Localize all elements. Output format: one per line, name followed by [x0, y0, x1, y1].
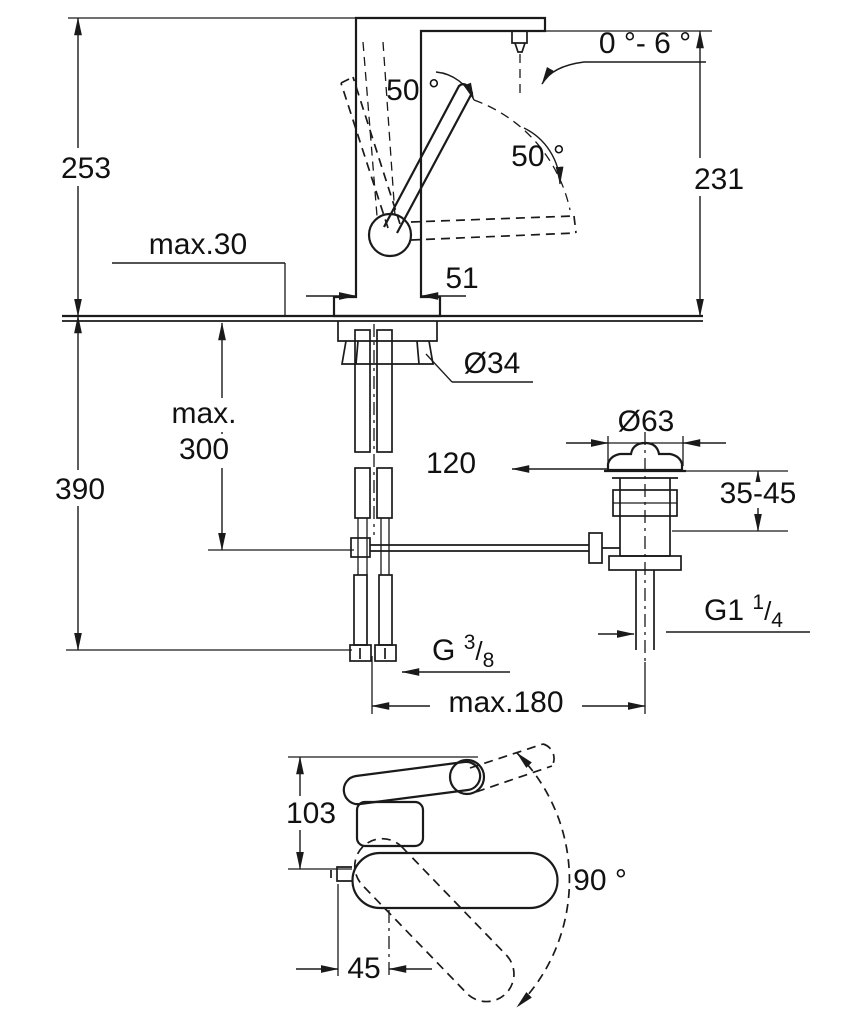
dim-120: 120: [426, 447, 608, 480]
drain-assembly: [604, 432, 686, 662]
dim-g114-label: G1 1/4: [704, 591, 783, 632]
dim-231-label: 231: [694, 163, 744, 196]
countertop: [62, 314, 703, 322]
dim-dia63-label: Ø63: [618, 405, 675, 438]
dim-max300-line2: 300: [179, 433, 229, 466]
dim-390: 390: [50, 315, 352, 651]
plan-body: [355, 800, 425, 848]
pull-rod: [350, 532, 620, 564]
dim-45: 45: [296, 884, 432, 985]
dim-0-6: 0 °- 6 °: [541, 27, 706, 85]
dim-g114: G1 1/4: [598, 591, 810, 638]
dim-max180: max.180: [371, 656, 646, 719]
dim-max300: max. 300: [166, 322, 354, 551]
dim-max180-label: max.180: [448, 686, 563, 719]
aerator-nozzle: [511, 31, 528, 53]
dim-max30: max.30: [112, 228, 286, 316]
dim-g38-label: G 3/8: [432, 631, 494, 672]
dim-45-label: 45: [347, 952, 380, 985]
dim-35-45: 35-45: [672, 470, 804, 532]
dim-120-label: 120: [426, 447, 476, 480]
dim-390-label: 390: [55, 473, 105, 506]
dim-103: 103: [283, 756, 478, 870]
mounting-flange: [337, 321, 438, 365]
dim-51-label: 51: [445, 262, 478, 295]
handle-pivot: [367, 212, 413, 258]
plan-lever: [342, 743, 555, 806]
dim-dia63: Ø63: [566, 405, 726, 466]
swivel-arc: 90 °: [516, 752, 627, 1008]
dim-35-45-label: 35-45: [720, 477, 797, 510]
dim-dia34-label: Ø34: [464, 347, 521, 380]
dim-103-label: 103: [286, 797, 336, 830]
dim-max30-label: max.30: [149, 228, 247, 261]
angle-50-upper-label: 50 °: [386, 74, 440, 107]
angle-50-lower-label: 50 °: [511, 140, 565, 173]
angle-90-label: 90 °: [573, 864, 627, 897]
dim-51: 51: [306, 262, 479, 300]
top-view: 103 90 °: [283, 743, 627, 1008]
dim-253-label: 253: [61, 152, 111, 185]
dim-253: 253: [56, 17, 356, 317]
dim-g38: G 3/8: [401, 631, 510, 676]
angle-0-6-label: 0 °- 6 °: [599, 27, 691, 60]
dim-dia34: Ø34: [425, 347, 533, 383]
supply-hoses: [354, 324, 393, 575]
mounting-studs: [349, 574, 397, 662]
dim-231: 231: [545, 30, 752, 317]
handle-positions: 50 ° 50 °: [340, 71, 577, 258]
dim-max300-line1: max.: [171, 397, 236, 430]
side-view: 50 ° 50 ° 0 °- 6 ° 253 231 max.30: [50, 16, 810, 719]
